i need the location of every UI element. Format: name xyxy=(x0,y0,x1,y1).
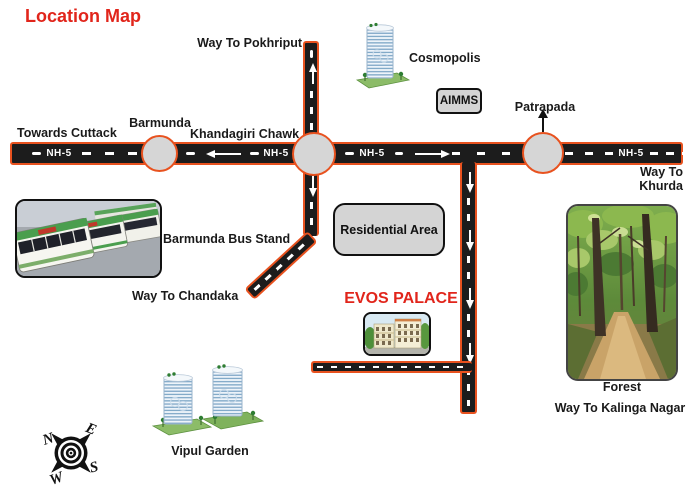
label-way-to-chandaka: Way To Chandaka xyxy=(132,289,239,303)
road-dashes xyxy=(467,198,470,224)
road-dashes xyxy=(82,152,146,155)
vipul-garden-building-icon xyxy=(151,364,269,444)
road-dashes xyxy=(345,152,354,155)
forest-photo xyxy=(566,204,678,381)
nh5-road-label: NH-5 xyxy=(263,148,289,159)
road-arrow-up-icon xyxy=(309,63,317,84)
road-dashes xyxy=(452,152,522,155)
label-way-to-khurda: Way To Khurda xyxy=(600,165,683,194)
road-to-evos-palace xyxy=(460,162,477,414)
label-cosmopolis: Cosmopolis xyxy=(409,51,481,65)
svg-text:S: S xyxy=(88,459,100,477)
label-khandagiri-chawk: Khandagiri Chawk xyxy=(190,127,300,141)
road-arrow-down-icon xyxy=(309,176,317,197)
road-dashes xyxy=(253,238,310,291)
svg-text:E: E xyxy=(82,420,98,439)
junction-khandagiri-chawk xyxy=(292,132,336,176)
label-way-to-khurda-line1: Way To xyxy=(639,165,683,179)
road-spur-evos xyxy=(311,361,472,373)
patrapada-pointer-icon xyxy=(538,109,548,132)
label-way-to-kalinga-nagar: Way To Kalinga Nagar xyxy=(554,401,686,415)
road-dashes xyxy=(317,365,469,368)
cosmopolis-building-icon xyxy=(355,22,411,94)
nh5-road-label: NH-5 xyxy=(46,148,72,159)
road-dashes xyxy=(186,152,195,155)
bus-stand-photo xyxy=(15,199,162,278)
label-forest: Forest xyxy=(602,380,642,394)
road-nh5: NH-5 NH-5 NH-5 NH-5 xyxy=(10,142,683,165)
road-dashes xyxy=(467,368,470,406)
svg-text:W: W xyxy=(48,469,68,486)
road-arrow-right-icon xyxy=(415,149,450,158)
label-barmunda-bus-stand: Barmunda Bus Stand xyxy=(163,232,291,246)
road-dashes xyxy=(250,152,259,155)
road-dashes xyxy=(467,256,470,282)
nh5-road-label: NH-5 xyxy=(359,148,385,159)
road-dashes xyxy=(310,50,313,58)
road-arrow-down-icon xyxy=(466,343,474,364)
label-evos-palace: EVOS PALACE xyxy=(344,290,458,307)
label-vipul-garden: Vipul Garden xyxy=(171,444,249,458)
svg-text:N: N xyxy=(40,430,57,449)
compass-rose-icon: N E S W xyxy=(38,416,104,486)
road-dashes xyxy=(467,314,470,338)
label-towards-cuttack: Towards Cuttack xyxy=(17,126,117,140)
road-dashes xyxy=(565,152,623,155)
junction-barmunda xyxy=(141,135,178,172)
road-dashes xyxy=(310,202,313,234)
road-arrow-left-icon xyxy=(206,149,241,158)
label-barmunda: Barmunda xyxy=(129,116,191,130)
nh5-road-label: NH-5 xyxy=(618,148,644,159)
road-dashes xyxy=(32,152,41,155)
junction-patrapada xyxy=(522,132,564,174)
evos-palace-building-image xyxy=(363,312,431,356)
aimms-box: AIMMS xyxy=(436,88,482,114)
road-arrow-down-icon xyxy=(466,230,474,251)
residential-area-box: Residential Area xyxy=(333,203,445,256)
label-way-to-khurda-line2: Khurda xyxy=(639,179,683,194)
aimms-label: AIMMS xyxy=(439,95,479,107)
road-dashes xyxy=(650,152,683,155)
residential-area-label: Residential Area xyxy=(340,222,438,237)
page-title: Location Map xyxy=(25,6,141,26)
road-way-to-pokhriput xyxy=(303,41,319,146)
road-dashes xyxy=(395,152,403,155)
road-dashes xyxy=(310,91,313,141)
label-way-to-pokhriput: Way To Pokhriput xyxy=(197,36,302,50)
road-arrow-down-icon xyxy=(466,288,474,309)
label-patrapada: Patrapada xyxy=(514,100,576,114)
road-arrow-down-icon xyxy=(466,172,474,193)
